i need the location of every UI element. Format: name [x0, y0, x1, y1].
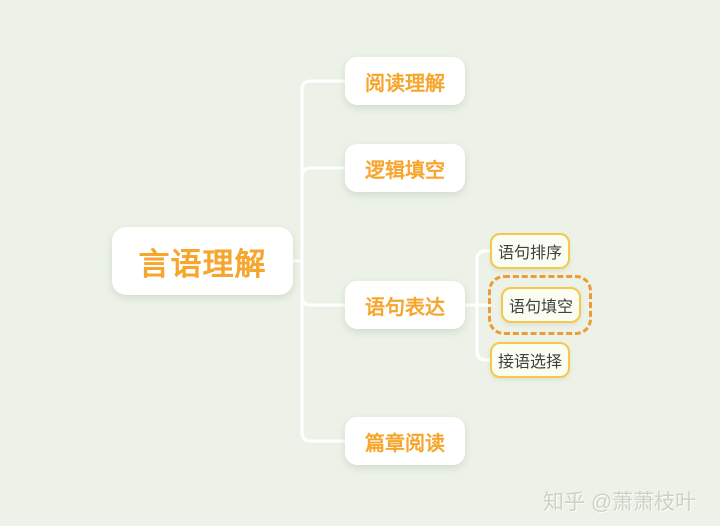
branch-reading-comprehension: 阅读理解 — [345, 57, 465, 105]
connector-root-to-reading-comprehension — [291, 79, 347, 263]
leaf-connecting-selection: 接语选择 — [490, 342, 570, 378]
connector-expression-to-connecting-selection — [463, 303, 492, 362]
connector-root-to-passage-reading — [291, 259, 347, 443]
mindmap-root-node: 言语理解 — [112, 227, 293, 295]
connector-expression-to-sentence-ordering — [463, 249, 492, 307]
zhihu-watermark: 知乎 @萧萧枝叶 — [543, 491, 697, 514]
connector-root-to-logic-fill — [291, 166, 347, 263]
branch-sentence-expression: 语句表达 — [345, 281, 465, 329]
highlight-dashed-frame — [488, 275, 592, 335]
leaf-sentence-fill: 语句填空 — [501, 287, 581, 323]
leaf-sentence-ordering: 语句排序 — [490, 233, 570, 269]
branch-logic-fill: 逻辑填空 — [345, 144, 465, 192]
branch-passage-reading: 篇章阅读 — [345, 417, 465, 465]
